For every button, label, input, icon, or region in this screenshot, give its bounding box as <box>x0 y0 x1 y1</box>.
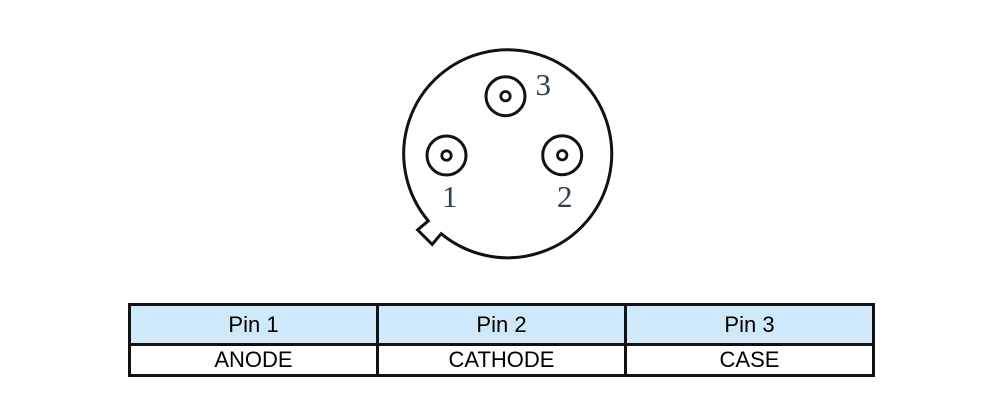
pin-3-inner-circle <box>499 90 512 103</box>
pin-2-inner-circle <box>556 149 569 162</box>
pin-1-value-cell: ANODE <box>128 343 379 377</box>
pin-1-inner-circle <box>440 149 453 162</box>
pin-2-contact <box>541 134 584 177</box>
connector-svg: 1 2 3 <box>402 48 614 260</box>
pin-3-value-cell: CASE <box>624 343 875 377</box>
pin-3-contact <box>484 75 527 118</box>
pin-1-header-cell: Pin 1 <box>128 303 379 346</box>
pin-1-number-label: 1 <box>442 179 458 214</box>
pin-table-header-row: Pin 1 Pin 2 Pin 3 <box>128 303 875 346</box>
pin-table-value-row: ANODE CATHODE CASE <box>128 343 875 377</box>
pin-1-contact <box>425 134 468 177</box>
connector-diagram: 1 2 3 <box>388 34 628 264</box>
pin-2-value-cell: CATHODE <box>376 343 627 377</box>
pin-2-number-label: 2 <box>557 179 573 214</box>
connector-body-outline <box>402 48 614 260</box>
pin-2-header-cell: Pin 2 <box>376 303 627 346</box>
pin-3-header-cell: Pin 3 <box>624 303 875 346</box>
pin-assignment-table: Pin 1 Pin 2 Pin 3 ANODE CATHODE CASE <box>128 303 875 377</box>
pin-3-number-label: 3 <box>535 67 551 102</box>
